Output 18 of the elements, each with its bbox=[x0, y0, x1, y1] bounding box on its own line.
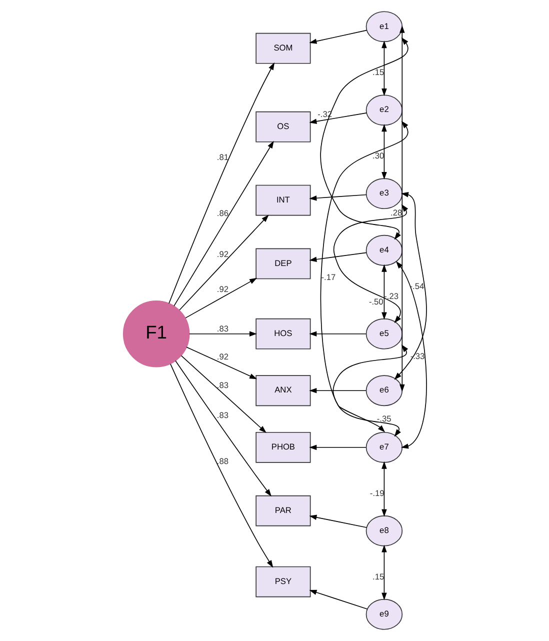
edge-label: .88 bbox=[216, 456, 228, 466]
edge-label: .92 bbox=[216, 284, 228, 294]
edge-label: .81 bbox=[216, 152, 228, 162]
edge-label: .83 bbox=[216, 323, 228, 334]
edge-label: -.17 bbox=[320, 272, 336, 282]
edge-label: .15 bbox=[372, 67, 384, 78]
edge-label: .30 bbox=[372, 150, 384, 161]
edge-label: -.54 bbox=[409, 280, 424, 291]
edge-label: -.19 bbox=[369, 488, 384, 498]
edge-label: .83 bbox=[216, 410, 228, 420]
edge-label: .86 bbox=[216, 208, 228, 218]
edge-label: .83 bbox=[216, 380, 228, 390]
edge-label: .92 bbox=[216, 352, 228, 362]
edge-label: .15 bbox=[372, 571, 384, 582]
edge-label: -.23 bbox=[384, 290, 398, 301]
edge-label: -.35 bbox=[376, 414, 391, 424]
edge-label: .92 bbox=[216, 249, 228, 260]
edge-label: -.50 bbox=[368, 296, 383, 306]
